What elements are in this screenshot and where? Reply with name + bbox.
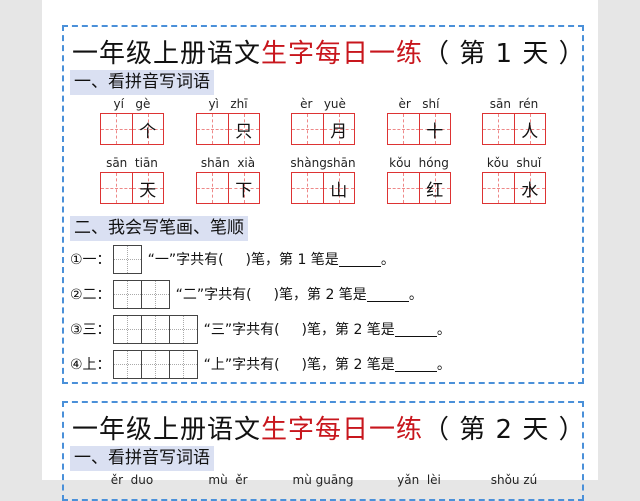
day-1-worksheet: 一年级上册语文生字每日一练（ 第 1 天 ） 一、看拼音写词语 yí gè 个 … (62, 25, 586, 384)
answer-blank[interactable] (394, 322, 437, 337)
question-label: ④上： (70, 357, 111, 373)
stroke-cell[interactable] (113, 350, 142, 378)
question-text: )笔，第 1 笔是 (245, 252, 339, 268)
pinyin-label: yǎn lèi (397, 473, 441, 487)
pinyin-label: mù ěr (208, 473, 248, 487)
tianzige-box[interactable]: 红 (387, 172, 451, 204)
pinyin-label: yì zhī (208, 97, 248, 111)
tianzige-box[interactable]: 月 (291, 113, 355, 145)
tianzige-box[interactable]: 山 (291, 172, 355, 204)
pinyin-label: èr shí (398, 97, 440, 111)
char-cell[interactable]: 天 (132, 173, 164, 203)
title-day: （ 第 2 天 ） (423, 415, 586, 445)
tianzige-box[interactable]: 个 (100, 113, 164, 145)
question-text: “一”字共有( (147, 252, 224, 268)
tianzige-box[interactable]: 人 (482, 113, 546, 145)
writing-grid[interactable] (112, 244, 142, 274)
char-cell[interactable]: 十 (419, 114, 451, 144)
char-cell[interactable] (101, 114, 133, 144)
worksheet-title: 一年级上册语文生字每日一练（ 第 1 天 ） (72, 33, 586, 70)
question-text: “三”字共有( (203, 322, 280, 338)
title-red: 生字每日一练 (261, 39, 424, 69)
stroke-cell[interactable] (169, 315, 197, 343)
document-page: 一年级上册语文生字每日一练（ 第 1 天 ） 一、看拼音写词语 yí gè 个 … (42, 0, 598, 501)
title-black: 一年级上册语文 (72, 39, 262, 69)
section-strokes-header: 二、我会写笔画、笔顺 (70, 216, 248, 241)
char-cell[interactable]: 下 (228, 173, 260, 203)
writing-grid[interactable] (112, 349, 198, 379)
stroke-cell[interactable] (141, 315, 170, 343)
writing-grid[interactable] (112, 279, 170, 309)
stroke-question: ④上： “上”字共有( )笔，第 2 笔是 。 (70, 349, 451, 379)
question-text: )笔，第 2 笔是 (301, 357, 395, 373)
question-text: “二”字共有( (175, 287, 252, 303)
char-cell[interactable]: 人 (514, 114, 546, 144)
char-cell[interactable] (197, 173, 229, 203)
char-cell[interactable] (388, 173, 420, 203)
stroke-question: ②二： “二”字共有( )笔，第 2 笔是 。 (70, 279, 423, 309)
tianzige-box[interactable]: 只 (196, 113, 260, 145)
pinyin-label: sān rén (489, 97, 539, 111)
pinyin-label: sān tiān (106, 156, 158, 170)
period: 。 (436, 322, 451, 338)
question-label: ③三： (70, 322, 111, 338)
stroke-cell[interactable] (169, 350, 197, 378)
title-black: 一年级上册语文 (72, 415, 262, 445)
stroke-question: ③三： “三”字共有( )笔，第 2 笔是 。 (70, 314, 451, 344)
pinyin-label: kǒu hóng (389, 156, 449, 170)
stroke-cell[interactable] (113, 280, 142, 308)
char-cell[interactable]: 只 (228, 114, 260, 144)
day-2-worksheet: 一年级上册语文生字每日一练（ 第 2 天 ） 一、看拼音写词语 ěr duo mù… (62, 401, 586, 501)
pinyin-label: shǒu zú (490, 473, 538, 487)
answer-blank[interactable] (338, 252, 381, 267)
pinyin-label: yí gè (113, 97, 151, 111)
pinyin-label: èr yuè (300, 97, 346, 111)
period: 。 (408, 287, 423, 303)
stroke-cell[interactable] (141, 280, 169, 308)
char-cell[interactable]: 个 (132, 114, 164, 144)
answer-blank[interactable] (394, 357, 437, 372)
char-cell[interactable]: 山 (323, 173, 355, 203)
question-text: “上”字共有( (203, 357, 280, 373)
stroke-cell[interactable] (113, 245, 141, 273)
char-cell[interactable] (483, 173, 515, 203)
char-cell[interactable]: 红 (419, 173, 451, 203)
pinyin-label: mù guāng (292, 473, 354, 487)
answer-blank[interactable] (366, 287, 409, 302)
pinyin-label: ěr duo (110, 473, 154, 487)
section-pinyin-header: 一、看拼音写词语 (70, 70, 214, 95)
char-cell[interactable]: 水 (514, 173, 546, 203)
char-cell[interactable] (101, 173, 133, 203)
tianzige-box[interactable]: 下 (196, 172, 260, 204)
char-cell[interactable] (197, 114, 229, 144)
tianzige-box[interactable]: 十 (387, 113, 451, 145)
tianzige-box[interactable]: 天 (100, 172, 164, 204)
char-cell[interactable] (292, 114, 324, 144)
question-text: )笔，第 2 笔是 (273, 287, 367, 303)
stroke-cell[interactable] (141, 350, 170, 378)
char-cell[interactable] (292, 173, 324, 203)
pinyin-label: shàngshān (290, 156, 356, 170)
pinyin-label: shān xià (200, 156, 256, 170)
title-red: 生字每日一练 (261, 415, 424, 445)
section-pinyin-header: 一、看拼音写词语 (70, 446, 214, 471)
char-cell[interactable] (388, 114, 420, 144)
char-cell[interactable] (483, 114, 515, 144)
stroke-question: ①一： “一”字共有( )笔，第 1 笔是 。 (70, 244, 395, 274)
title-day: （ 第 1 天 ） (423, 39, 586, 69)
question-text: )笔，第 2 笔是 (301, 322, 395, 338)
writing-grid[interactable] (112, 314, 198, 344)
worksheet-title: 一年级上册语文生字每日一练（ 第 2 天 ） (72, 409, 586, 446)
tianzige-box[interactable]: 水 (482, 172, 546, 204)
question-label: ①一： (70, 252, 111, 268)
stroke-cell[interactable] (113, 315, 142, 343)
period: 。 (380, 252, 395, 268)
period: 。 (436, 357, 451, 373)
pinyin-label: kǒu shuǐ (486, 156, 542, 170)
question-label: ②二： (70, 287, 111, 303)
char-cell[interactable]: 月 (323, 114, 355, 144)
